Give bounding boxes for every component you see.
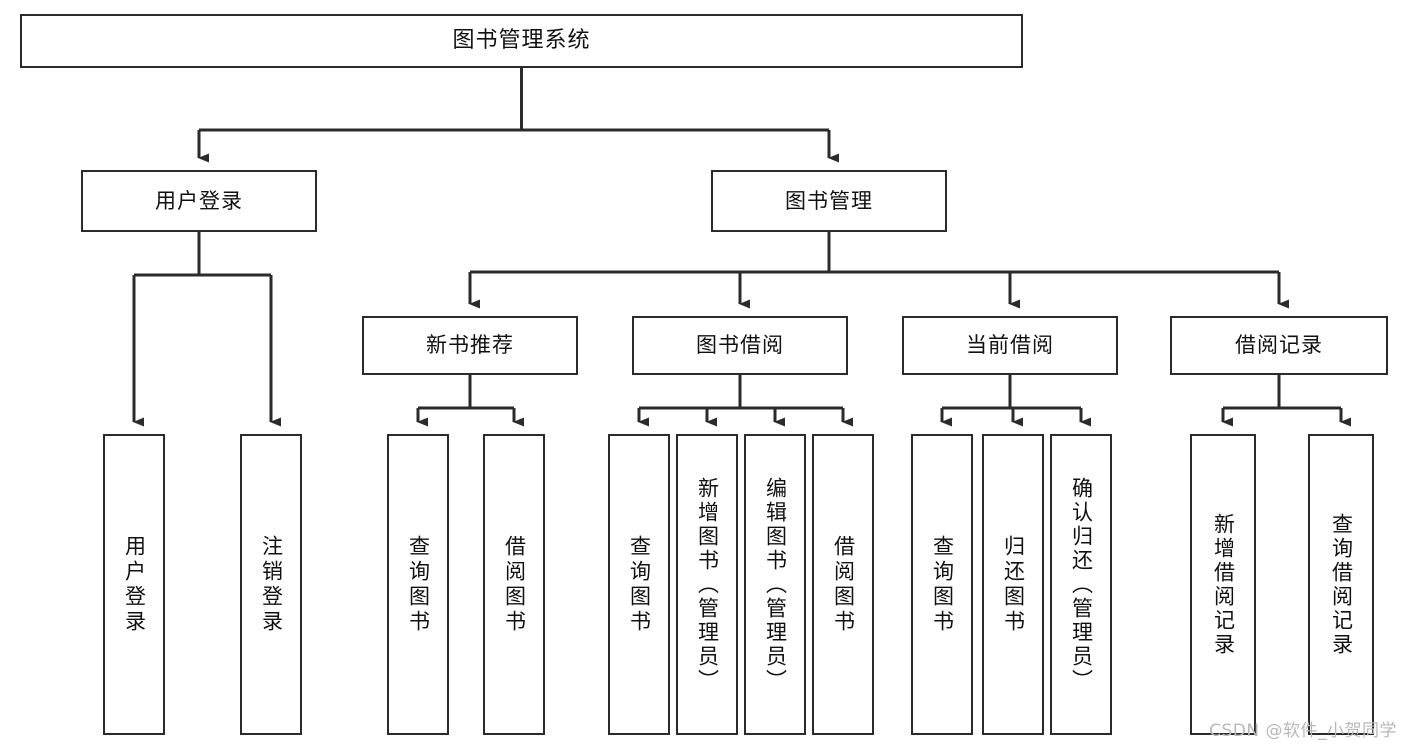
node-leaf-add-book-label: 新增图书（管理员） <box>695 476 720 693</box>
node-leaf-query-record[interactable]: 查询借阅记录 <box>1308 434 1374 735</box>
node-leaf-add-book[interactable]: 新增图书（管理员） <box>676 434 738 735</box>
node-leaf-user-login-label: 用户登录 <box>122 534 147 635</box>
node-leaf-confirm-return-label: 确认归还（管理员） <box>1069 476 1094 693</box>
node-root[interactable]: 图书管理系统 <box>20 14 1023 68</box>
node-leaf-return-book[interactable]: 归还图书 <box>982 434 1044 735</box>
node-current-borrow[interactable]: 当前借阅 <box>902 316 1118 375</box>
node-leaf-query-book-3[interactable]: 查询图书 <box>911 434 973 735</box>
node-leaf-add-record-label: 新增借阅记录 <box>1211 512 1236 657</box>
node-user-login[interactable]: 用户登录 <box>81 170 317 232</box>
node-borrow-record-label: 借阅记录 <box>1235 333 1323 358</box>
node-book-borrow-label: 图书借阅 <box>696 333 784 358</box>
node-leaf-query-book-1[interactable]: 查询图书 <box>387 434 449 735</box>
node-current-borrow-label: 当前借阅 <box>966 333 1054 358</box>
node-leaf-add-record[interactable]: 新增借阅记录 <box>1190 434 1256 735</box>
node-new-book-rec[interactable]: 新书推荐 <box>362 316 578 375</box>
node-leaf-borrow-book-1-label: 借阅图书 <box>502 534 527 635</box>
node-leaf-query-book-2[interactable]: 查询图书 <box>608 434 670 735</box>
node-user-login-label: 用户登录 <box>155 188 243 213</box>
node-leaf-user-logout[interactable]: 注销登录 <box>240 434 302 735</box>
node-leaf-edit-book[interactable]: 编辑图书（管理员） <box>744 434 806 735</box>
node-borrow-record[interactable]: 借阅记录 <box>1170 316 1388 375</box>
watermark-text: CSDN @软件_小贺同学 <box>1209 721 1397 741</box>
node-leaf-borrow-book-2-label: 借阅图书 <box>831 534 856 635</box>
node-leaf-query-book-1-label: 查询图书 <box>406 534 431 635</box>
node-leaf-borrow-book-1[interactable]: 借阅图书 <box>483 434 545 735</box>
node-root-label: 图书管理系统 <box>452 28 591 54</box>
node-book-manage[interactable]: 图书管理 <box>711 170 947 232</box>
node-leaf-query-record-label: 查询借阅记录 <box>1329 512 1354 657</box>
node-leaf-query-book-2-label: 查询图书 <box>627 534 652 635</box>
node-new-book-rec-label: 新书推荐 <box>426 333 514 358</box>
node-leaf-user-logout-label: 注销登录 <box>259 534 284 635</box>
node-leaf-confirm-return[interactable]: 确认归还（管理员） <box>1050 434 1112 735</box>
node-book-borrow[interactable]: 图书借阅 <box>632 316 848 375</box>
node-leaf-return-book-label: 归还图书 <box>1001 534 1026 635</box>
node-leaf-borrow-book-2[interactable]: 借阅图书 <box>812 434 874 735</box>
node-book-manage-label: 图书管理 <box>785 188 873 213</box>
node-leaf-edit-book-label: 编辑图书（管理员） <box>763 476 788 693</box>
node-leaf-query-book-3-label: 查询图书 <box>930 534 955 635</box>
node-leaf-user-login[interactable]: 用户登录 <box>103 434 165 735</box>
